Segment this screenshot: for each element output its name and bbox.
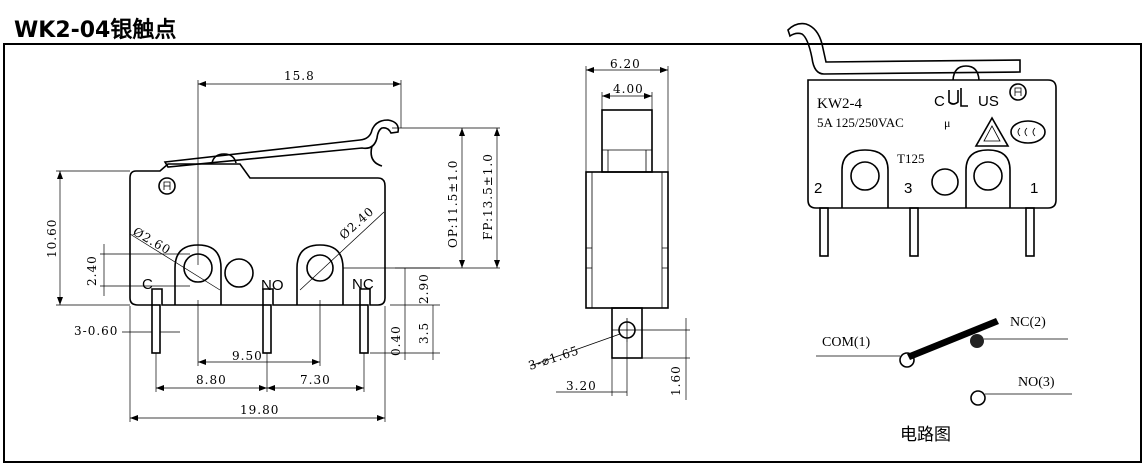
dim-height: 10.60 (45, 219, 59, 258)
com-contact (899, 352, 915, 368)
dim-730: 7.30 (300, 373, 331, 387)
terminal-window-2 (841, 149, 889, 208)
front-model: KW2-4 (817, 96, 862, 112)
dim-lever-length-line (197, 80, 402, 265)
dim-pin-off-line (556, 342, 628, 396)
dim-290: 2.90 (417, 273, 431, 304)
pin-label-3: 3 (904, 180, 912, 197)
pin-label-1: 1 (1030, 180, 1038, 197)
dim-pin-off: 3.20 (566, 379, 597, 393)
front-plunger (952, 65, 980, 81)
label-no: NO (261, 277, 284, 294)
dim-height-line (56, 170, 130, 306)
dim-35: 3.5 (417, 322, 431, 344)
dim-040: 0.40 (389, 325, 403, 356)
switch-arm (907, 318, 999, 360)
dim-880: 8.80 (196, 373, 227, 387)
lever-tail (370, 145, 383, 167)
actuator-lever (163, 119, 400, 168)
circuit-nc-label: NC(2) (1010, 315, 1046, 330)
front-body (807, 79, 1057, 209)
front-pin-3 (909, 207, 919, 257)
dim-op-fp-lines (392, 127, 500, 269)
circuit-diagram: COM(1) NC(2) NO(3) 电路图 (816, 315, 1072, 444)
dim-right-lines (343, 267, 440, 360)
ul-mark-icon (1009, 83, 1027, 101)
ul-mark-circle (158, 177, 176, 195)
front-lever (787, 22, 1021, 75)
cert-c-text: C (934, 93, 945, 110)
terminal-window-2-screw (850, 161, 880, 191)
dim-950-line (197, 300, 321, 366)
ccc-logo-icon (1010, 120, 1046, 144)
dim-hole: 3-⌀1.65 (527, 343, 581, 373)
dim-pin-len-line (642, 318, 690, 400)
ul-mark-glyph (163, 181, 171, 190)
dim-hole-c-leader (129, 233, 221, 291)
dim-pin-width: 3-0.60 (74, 324, 118, 338)
end-body-detail (586, 172, 668, 308)
front-mu: μ (944, 116, 950, 130)
circuit-no-label: NO(3) (1018, 375, 1055, 390)
dim-lever-length: 15.8 (284, 69, 315, 83)
dim-hole-offset-line (100, 244, 190, 296)
no-contact (970, 390, 986, 406)
nc-contact (970, 334, 984, 348)
dim-actuator: 4.00 (613, 82, 644, 96)
ul-logo-icon (948, 88, 968, 107)
triangle-cert-icon (974, 116, 1010, 147)
terminal-window-1-screw (973, 161, 1003, 191)
dim-hole-leader (529, 333, 621, 367)
dim-hole-nc-leader (299, 211, 385, 291)
terminal-c (151, 304, 161, 354)
circuit-com-label: COM(1) (822, 335, 871, 350)
end-terminal-axis (612, 318, 642, 342)
front-view: KW2-4 5A 125/250VAC μ T125 C US 2 3 1 (787, 22, 1057, 257)
mount-hole-nc-inner (306, 254, 334, 282)
mount-hole-nc (296, 244, 344, 305)
terminal-no (262, 304, 272, 354)
terminal-window-1 (965, 149, 1011, 208)
side-view: C NO NC 15.8 10.60 2.40 Ø2.60 Ø2.40 OP:1… (45, 69, 500, 422)
dim-actuator-line (601, 92, 653, 110)
actuator-step (602, 149, 652, 172)
front-pin-2 (819, 207, 829, 257)
pin-label-2: 2 (814, 180, 822, 197)
dim-total-length: 19.80 (240, 403, 279, 417)
actuator-block (601, 109, 653, 173)
circuit-caption: 电路图 (900, 425, 951, 444)
dim-arrow (156, 385, 364, 391)
label-nc: NC (352, 276, 374, 293)
dim-op: OP:11.5±1.0 (446, 160, 460, 248)
terminal-nc (359, 304, 369, 354)
pivot-button (211, 153, 237, 164)
ul-mark-icon-glyph (1014, 87, 1022, 96)
dim-hole-offset: 2.40 (85, 255, 99, 286)
dim-hole-c: Ø2.60 (131, 224, 174, 257)
terminal-window-3 (931, 168, 959, 196)
plunger-hole (224, 258, 254, 288)
dim-hole-nc: Ø2.40 (337, 204, 377, 242)
front-pin-1 (1025, 207, 1035, 257)
dim-pin-len: 1.60 (669, 365, 683, 396)
front-rating: 5A 125/250VAC (817, 115, 904, 130)
page-title: WK2-04银触点 (14, 17, 176, 43)
cert-us-text: US (978, 93, 999, 110)
front-temp: T125 (897, 151, 924, 166)
dim-total-length-line (129, 306, 386, 422)
dim-width-line (585, 66, 669, 172)
triangle-cert-icon-inner (983, 125, 1001, 142)
dim-fp: FP:13.5±1.0 (481, 153, 495, 240)
dim-width: 6.20 (610, 57, 641, 71)
dim-950: 9.50 (232, 349, 263, 363)
drawing-frame (3, 43, 1142, 463)
label-c: C (142, 276, 153, 293)
end-body (585, 171, 669, 309)
end-view: 6.20 4.00 3-⌀1.65 3.20 1.60 (527, 57, 690, 400)
